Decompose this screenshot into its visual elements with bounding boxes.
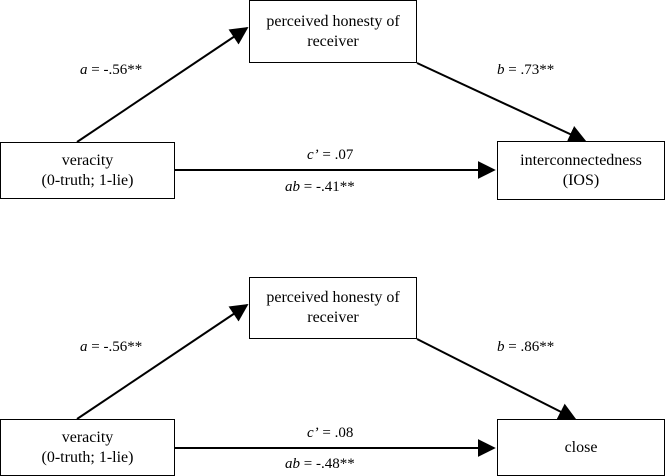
path-a-label-1: a = -.56**	[80, 62, 143, 78]
predictor-label-2a: veracity	[61, 428, 114, 446]
path-c-label-2: c’ = .08	[307, 425, 354, 441]
arrow-a-1	[76, 26, 249, 143]
predictor-label-1b: (0-truth; 1-lie)	[41, 171, 134, 189]
path-c-label-1: c’ = .07	[307, 147, 354, 163]
path-a-label-2: a = -.56**	[80, 339, 143, 355]
outcome-label-1a: interconnectedness	[520, 151, 642, 169]
predictor-label-1a: veracity	[61, 151, 114, 169]
mediator-box-1: perceived honesty of receiver	[249, 0, 417, 63]
arrow-a-2	[76, 303, 249, 420]
arrow-b-2	[416, 338, 577, 420]
mediator-label-1a: perceived honesty of	[266, 12, 400, 30]
path-b-label-2: b = .86**	[497, 339, 555, 355]
predictor-box-2: veracity (0-truth; 1-lie)	[0, 419, 175, 476]
outcome-label-2a: close	[564, 438, 598, 456]
outcome-label-1b: (IOS)	[562, 171, 600, 189]
mediator-label-1b: receiver	[307, 32, 359, 50]
mediator-box-2: perceived honesty of receiver	[249, 277, 417, 339]
outcome-box-2: close	[497, 419, 665, 476]
path-ab-label-2: ab = -.48**	[285, 456, 355, 472]
arrow-b-1	[416, 62, 587, 143]
predictor-box-1: veracity (0-truth; 1-lie)	[0, 142, 175, 199]
mediator-label-2a: perceived honesty of	[266, 289, 400, 306]
path-ab-label-1: ab = -.41**	[285, 179, 355, 195]
predictor-label-2b: (0-truth; 1-lie)	[41, 448, 134, 466]
outcome-box-1: interconnectedness (IOS)	[497, 141, 665, 200]
path-b-label-1: b = .73**	[497, 62, 555, 78]
mediator-label-2b: receiver	[307, 309, 359, 326]
